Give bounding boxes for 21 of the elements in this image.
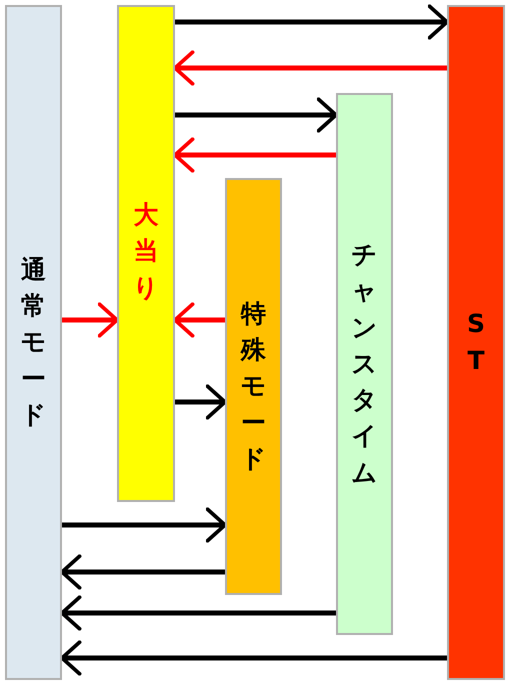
arrow (62, 507, 227, 543)
arrow (173, 302, 225, 338)
arrow (62, 302, 119, 338)
arrow (175, 97, 338, 133)
mode-bar (447, 5, 505, 680)
arrow (60, 554, 225, 590)
mode-label: 通常モード (20, 254, 48, 431)
mode-label: 大当り (132, 199, 160, 304)
arrow (173, 137, 336, 173)
mode-label: 特殊モード (240, 298, 268, 475)
arrow (60, 595, 336, 631)
mode-label: チャンスタイム (350, 239, 378, 489)
arrow (60, 640, 447, 676)
mode-label: ST (466, 308, 486, 376)
mode-bar (117, 5, 175, 502)
arrow (173, 50, 447, 86)
arrow (175, 384, 227, 420)
mode-bar (5, 5, 62, 680)
mode-bar (336, 93, 393, 635)
mode-bar (225, 178, 282, 595)
arrow (175, 4, 449, 40)
